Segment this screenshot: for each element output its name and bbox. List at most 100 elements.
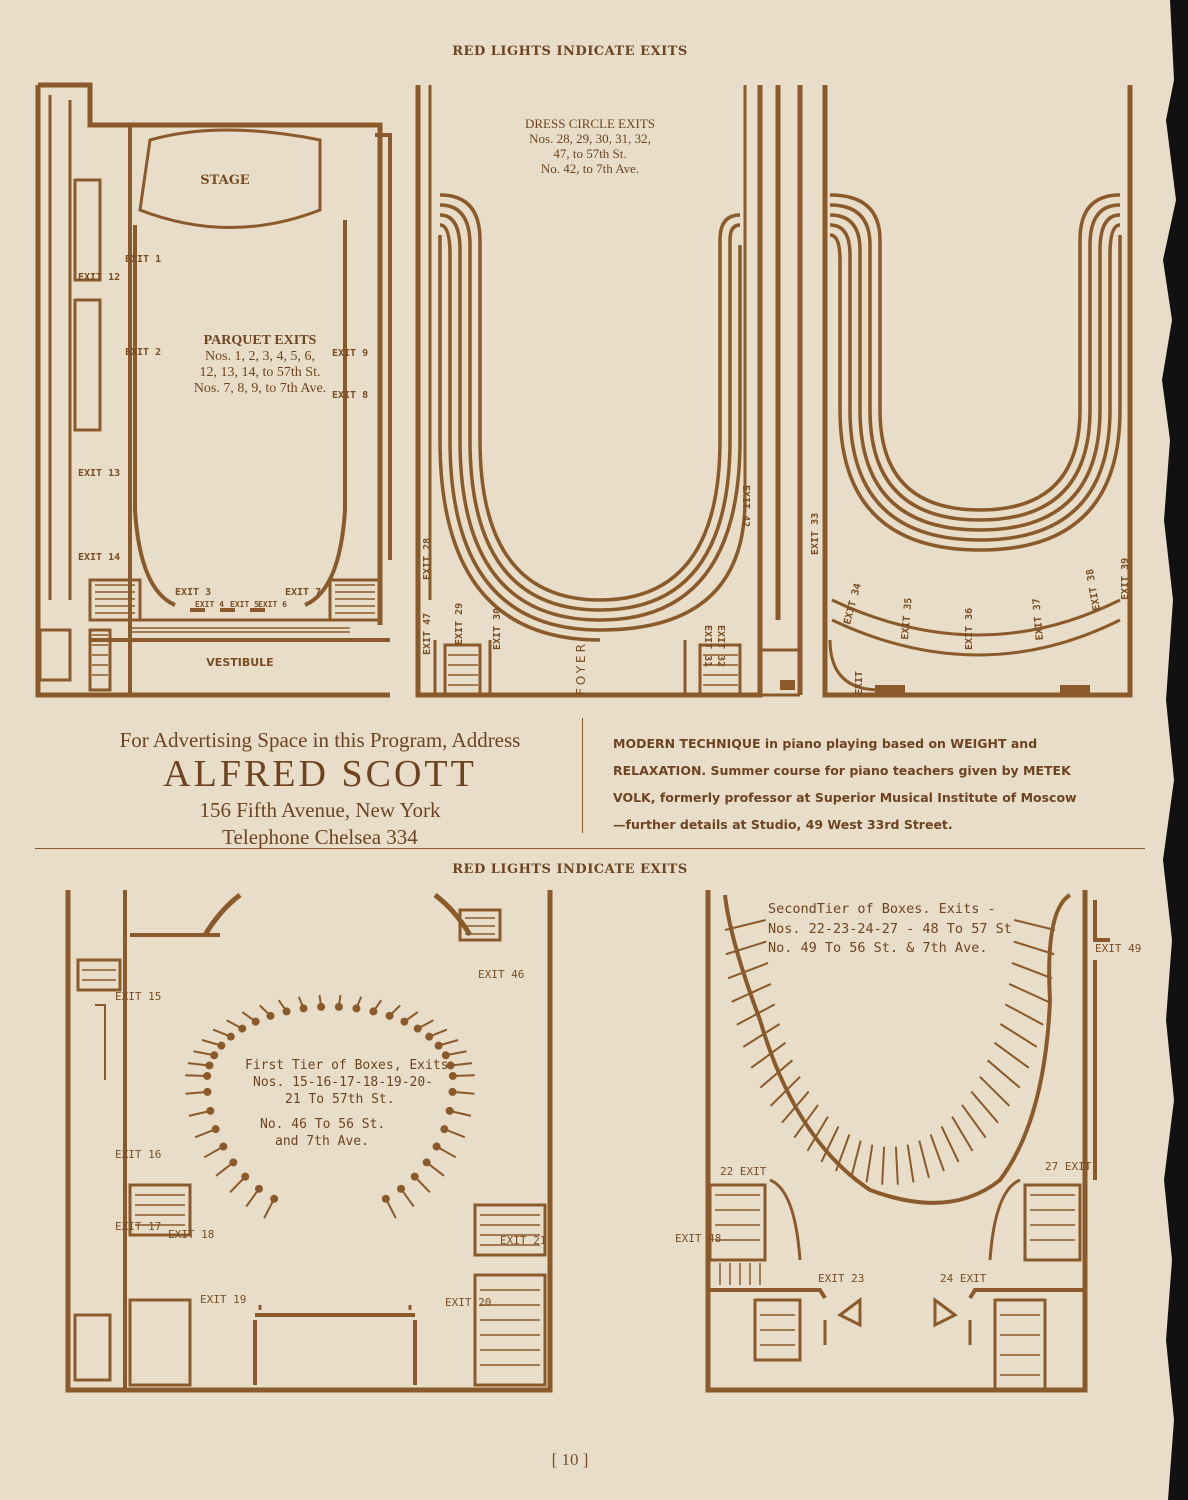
first-tier-line-3: 21 To 57th St. <box>285 1091 395 1107</box>
box-partition <box>750 1041 787 1069</box>
box-post <box>381 1194 390 1203</box>
stage-label: STAGE <box>200 173 250 188</box>
box-post <box>413 1024 422 1033</box>
box-partition <box>918 1140 930 1179</box>
box-partition <box>906 1144 915 1183</box>
box-post <box>205 1061 214 1070</box>
box-partition <box>1011 962 1053 980</box>
exit-47: EXIT 47 <box>422 613 433 655</box>
exit-16: EXIT 16 <box>115 1148 161 1161</box>
piano-ad-line-4: —further details at Studio, 49 West 33rd… <box>613 817 953 832</box>
torn-page-edge <box>1162 0 1188 1500</box>
piano-ad-line-3: VOLK, formerly professor at Superior Mus… <box>613 790 1077 805</box>
parquet-floor-plan: STAGE VESTIBULE EXIT 1 EXIT 2 EXIT 3 EXI… <box>35 82 392 698</box>
box-post <box>432 1142 441 1151</box>
box-post <box>211 1125 220 1134</box>
box-partition <box>940 1126 960 1163</box>
dress-circle-floor-plan: EXIT 28 EXIT 47 EXIT 29 EXIT 30 EXIT 31 … <box>415 85 763 698</box>
box-post <box>217 1041 226 1050</box>
section-divider <box>35 848 1145 849</box>
box-post <box>441 1051 450 1060</box>
exit-49: EXIT 49 <box>1095 942 1141 955</box>
box-post <box>203 1071 212 1080</box>
header-red-lights-top: RED LIGHTS INDICATE EXITS <box>452 44 688 59</box>
box-partition <box>759 1059 794 1089</box>
ad-address: 156 Fifth Avenue, New York <box>199 797 441 822</box>
box-partition <box>986 1059 1021 1089</box>
dress-circle-caption: DRESS CIRCLE EXITS Nos. 28, 29, 30, 31, … <box>480 116 700 177</box>
exit-28: EXIT 28 <box>422 538 433 580</box>
exit-48: EXIT 48 <box>675 1232 721 1245</box>
box-partition <box>731 983 772 1003</box>
first-tier-floor-plan: EXIT 15 EXIT 16 EXIT 17 EXIT 18 EXIT 19 … <box>65 890 553 1393</box>
box-post <box>440 1125 449 1134</box>
exit-33: EXIT 33 <box>810 513 821 555</box>
exit-2: EXIT 2 <box>125 347 161 358</box>
box-post <box>251 1017 260 1026</box>
box-post <box>446 1061 455 1070</box>
exit-20: EXIT 20 <box>445 1296 491 1309</box>
exit-18: EXIT 18 <box>168 1228 214 1241</box>
box-post <box>254 1184 263 1193</box>
box-partition <box>961 1104 987 1139</box>
box-partition <box>724 919 767 931</box>
exit-22: 22 EXIT <box>720 1165 767 1178</box>
exit-42: EXIT 42 <box>740 485 751 527</box>
advertising-notice: For Advertising Space in this Program, A… <box>60 728 580 851</box>
box-partition <box>1008 983 1049 1003</box>
box-post <box>299 1004 308 1013</box>
box-partition <box>781 1090 810 1124</box>
exit-8: EXIT 8 <box>332 390 368 401</box>
balcony-floor-plan: EXIT 33 EXIT 34 EXIT 35 EXIT 36 EXIT 37 … <box>760 85 1133 698</box>
box-partition <box>850 1140 862 1179</box>
exit-6: EXIT 6 <box>258 600 287 609</box>
box-post <box>219 1142 228 1151</box>
foyer-label: FOYER <box>574 641 588 695</box>
box-post <box>385 1011 394 1020</box>
box-partition <box>806 1116 829 1152</box>
ad-divider <box>582 718 583 833</box>
exit-38: EXIT 38 <box>1085 568 1103 611</box>
second-tier-floor-plan: EXIT 49 22 EXIT 27 EXIT EXIT 48 EXIT 23 … <box>675 890 1141 1393</box>
exit-4: EXIT 4 <box>195 600 224 609</box>
vestibule-label: VESTIBULE <box>206 656 273 669</box>
second-tier-line-1: SecondTier of Boxes. Exits - <box>768 901 996 917</box>
piano-ad-line-2: RELAXATION. Summer course for piano teac… <box>613 763 1071 778</box>
exit-24: 24 EXIT <box>940 1272 987 1285</box>
exit-9: EXIT 9 <box>332 348 368 359</box>
box-post <box>226 1032 235 1041</box>
box-post <box>241 1172 250 1181</box>
exit-12: EXIT 12 <box>78 272 120 283</box>
first-tier-line-4: No. 46 To 56 St. <box>260 1116 386 1132</box>
second-tier-line-3: No. 49 To 56 St. & 7th Ave. <box>768 940 988 957</box>
exit-balcony-left: EXIT <box>854 671 865 695</box>
box-post <box>422 1158 431 1167</box>
first-tier-line-1: First Tier of Boxes, Exits <box>245 1058 449 1073</box>
exit-29: EXIT 29 <box>454 603 465 645</box>
piano-technique-ad: MODERN TECHNIQUE in piano playing based … <box>613 730 1113 838</box>
box-post <box>369 1007 378 1016</box>
box-partition <box>993 1041 1030 1069</box>
box-post <box>317 1002 326 1011</box>
second-tier-caption: SecondTier of Boxes. Exits - Nos. 22-23-… <box>768 900 1012 959</box>
ad-intro: For Advertising Space in this Program, A… <box>119 728 521 752</box>
box-partition <box>979 1075 1011 1107</box>
exit-30: EXIT 30 <box>492 608 503 650</box>
parquet-line-1: Nos. 1, 2, 3, 4, 5, 6, <box>204 349 316 365</box>
box-post <box>203 1087 212 1096</box>
box-partition <box>865 1144 874 1183</box>
box-partition <box>727 962 769 980</box>
exit-1: EXIT 1 <box>125 254 161 265</box>
exit-31: EXIT 31 <box>702 625 713 667</box>
exit-14: EXIT 14 <box>78 552 120 563</box>
ad-phone: Telephone Chelsea 334 <box>222 824 418 849</box>
box-post <box>410 1172 419 1181</box>
box-post <box>400 1017 409 1026</box>
box-post <box>425 1032 434 1041</box>
box-partition <box>894 1146 899 1185</box>
box-partition <box>999 1023 1038 1048</box>
ad-name: ALFRED SCOTT <box>163 753 477 795</box>
exit-39: EXIT 39 <box>1120 558 1131 600</box>
box-post <box>334 1002 343 1011</box>
